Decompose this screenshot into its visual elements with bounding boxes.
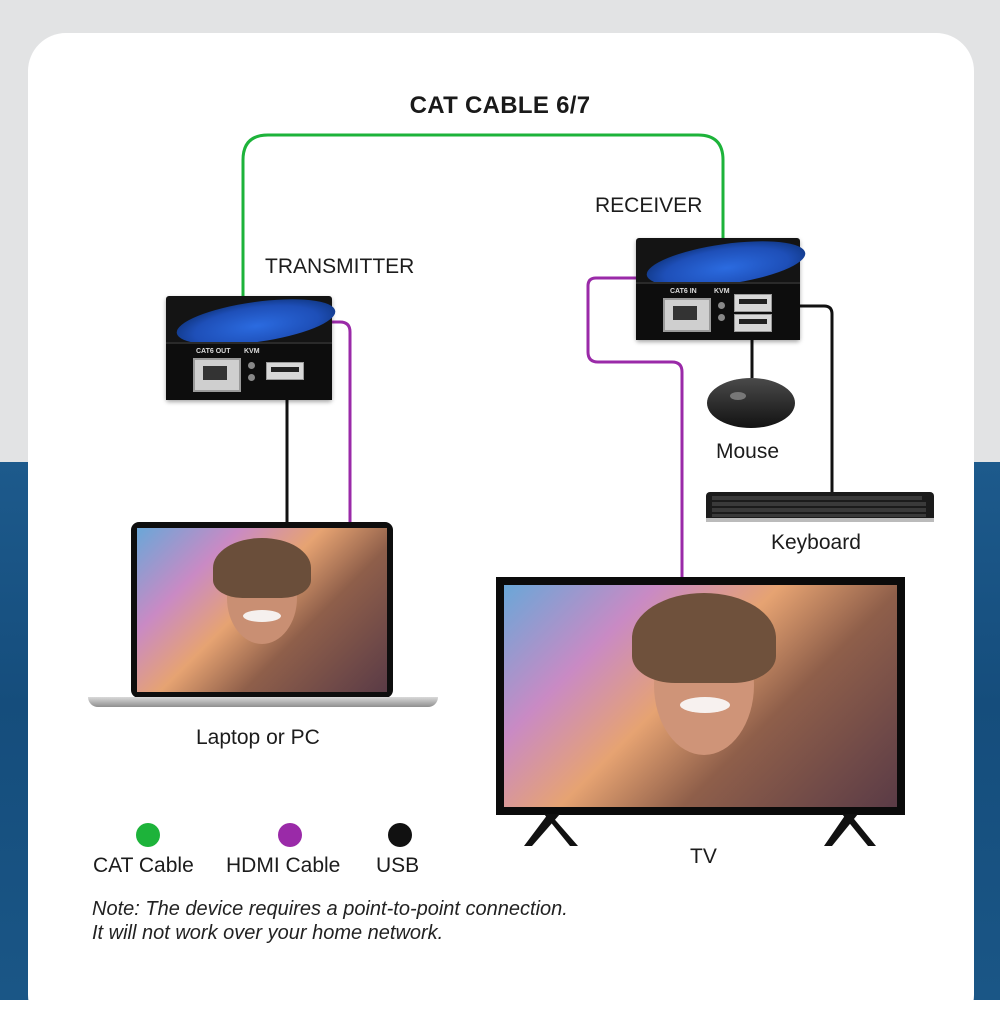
- note-line-2: It will not work over your home network.: [92, 922, 444, 944]
- rx-led-icon: [718, 302, 725, 309]
- mouse-label: Mouse: [716, 440, 780, 463]
- tx-kvm-label: KVM: [244, 348, 260, 355]
- diagram-title: CAT CABLE 6/7: [409, 92, 591, 119]
- tx-cat-port-label: CAT6 OUT: [196, 348, 231, 355]
- note-text: Note: The device requires a point-to-poi…: [92, 897, 568, 945]
- laptop-screen: [137, 528, 387, 692]
- mouse-icon: [707, 378, 795, 428]
- tx-rj45-port: [193, 358, 241, 392]
- legend-label-usb: USB: [376, 854, 420, 877]
- rx-usb-port-1: [734, 294, 772, 312]
- tv-screen-hair: [632, 593, 776, 683]
- note-line-1: Note: The device requires a point-to-poi…: [92, 898, 568, 920]
- tv-icon: [496, 577, 905, 815]
- hdmi-cable-tx-line: [330, 320, 352, 522]
- usb-cable-keyboard-line: [800, 304, 834, 492]
- laptop-icon: [131, 522, 393, 698]
- cable-lines: [241, 133, 834, 578]
- laptop-base: [88, 697, 438, 707]
- tx-power-icon: [248, 374, 255, 381]
- legend-label-cat: CAT Cable: [93, 854, 194, 877]
- tv-screen: [504, 585, 897, 807]
- rx-kvm-label: KVM: [714, 288, 730, 295]
- legend-dot-usb: [388, 823, 412, 847]
- rx-rj45-port: [663, 298, 711, 332]
- legend-label-hdmi: HDMI Cable: [226, 854, 341, 877]
- cat-cable-line: [241, 133, 725, 297]
- tv-screen-smile: [680, 697, 730, 713]
- receiver-front-panel: CAT6 IN KVM: [636, 282, 800, 340]
- transmitter-device: CAT6 OUT KVM: [166, 291, 339, 400]
- rx-cat-port-label: CAT6 IN: [670, 288, 697, 295]
- tx-usb-port: [266, 362, 304, 380]
- laptop-screen-smile: [243, 610, 281, 622]
- keyboard-icon: [706, 492, 934, 522]
- transmitter-label: TRANSMITTER: [265, 255, 415, 278]
- transmitter-front-panel: CAT6 OUT KVM: [166, 342, 332, 400]
- tv-stand: [524, 814, 876, 846]
- rx-usb-port-2: [734, 314, 772, 332]
- rx-power-icon: [718, 314, 725, 321]
- hdmi-cable-rx-line: [586, 276, 684, 578]
- receiver-label: RECEIVER: [595, 194, 703, 217]
- laptop-screen-hair: [213, 538, 311, 598]
- laptop-label: Laptop or PC: [196, 726, 320, 749]
- keyboard-label: Keyboard: [771, 531, 861, 554]
- legend-dot-hdmi: [278, 823, 302, 847]
- tv-label: TV: [690, 845, 717, 868]
- receiver-device: CAT6 IN KVM: [636, 233, 809, 340]
- tx-led-icon: [248, 362, 255, 369]
- legend-dot-cat: [136, 823, 160, 847]
